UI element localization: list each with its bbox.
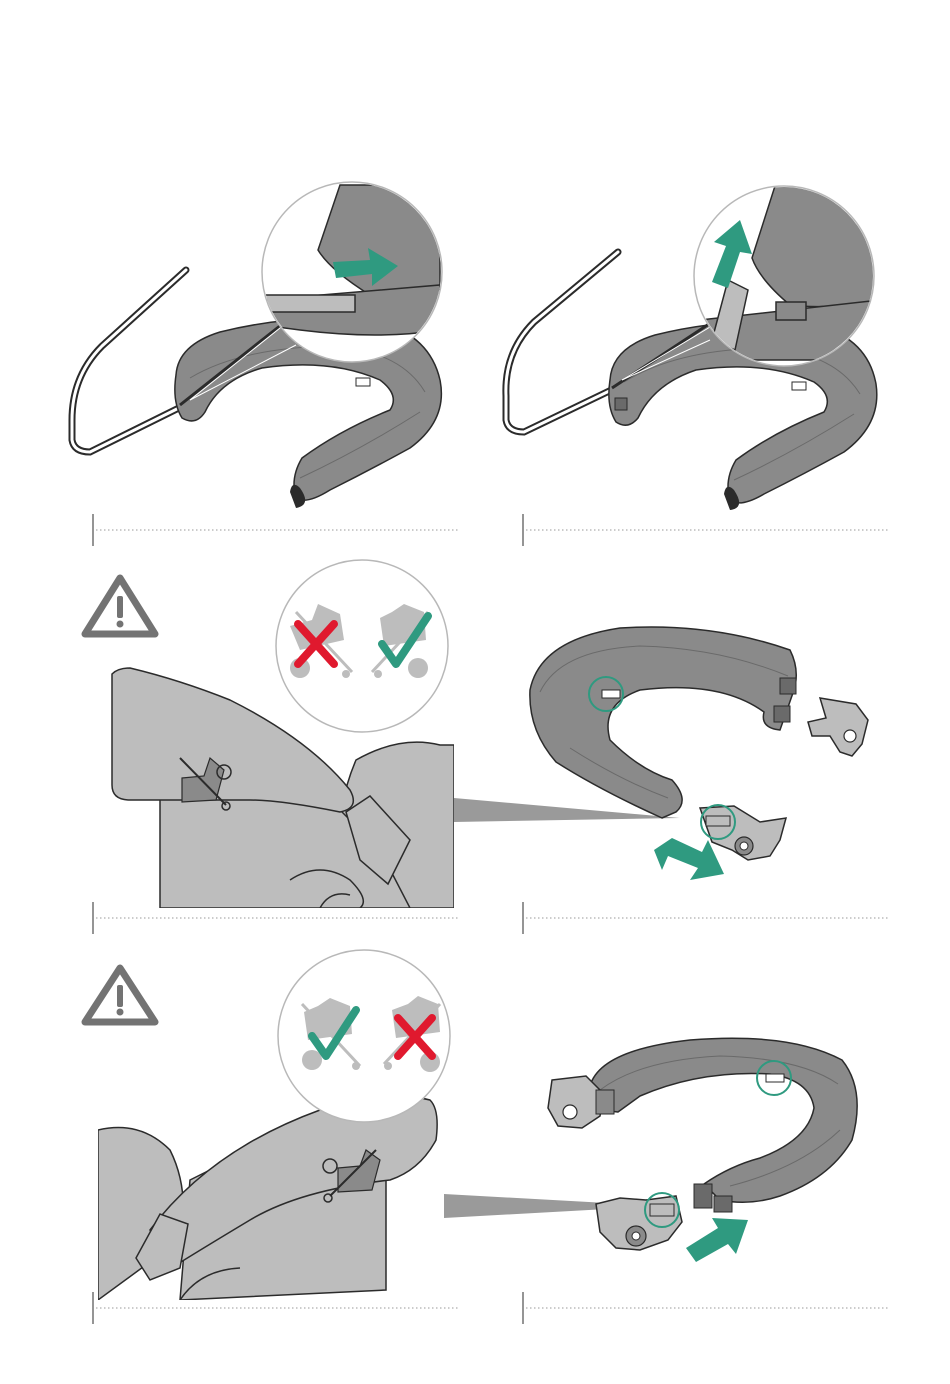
- comparison-circle: [276, 560, 448, 732]
- bumper-bar: [530, 627, 796, 818]
- arrow-right-icon: [654, 838, 724, 880]
- step-6-separator: [523, 1292, 888, 1324]
- step-1-separator: [93, 514, 458, 546]
- bumper-bar: [590, 1038, 857, 1202]
- step-6-panel: [548, 1038, 857, 1262]
- warning-triangle-icon: [85, 578, 155, 634]
- warning-triangle-icon: [85, 968, 155, 1022]
- detail-view: [98, 1097, 437, 1300]
- comparison-circle: [278, 950, 450, 1122]
- step-2-separator: [523, 514, 888, 546]
- clamp-connector: [808, 698, 868, 756]
- step-4-panel: [530, 627, 868, 880]
- zoom-circle: [694, 186, 880, 366]
- step-2-panel: [506, 186, 880, 510]
- arrow-right-icon: [686, 1218, 748, 1262]
- clamp-connector: [596, 1196, 682, 1250]
- step-5-separator: [93, 1292, 458, 1324]
- step-4-separator: [523, 902, 888, 934]
- step-1-panel: [72, 182, 442, 508]
- zoom-circle: [262, 182, 442, 362]
